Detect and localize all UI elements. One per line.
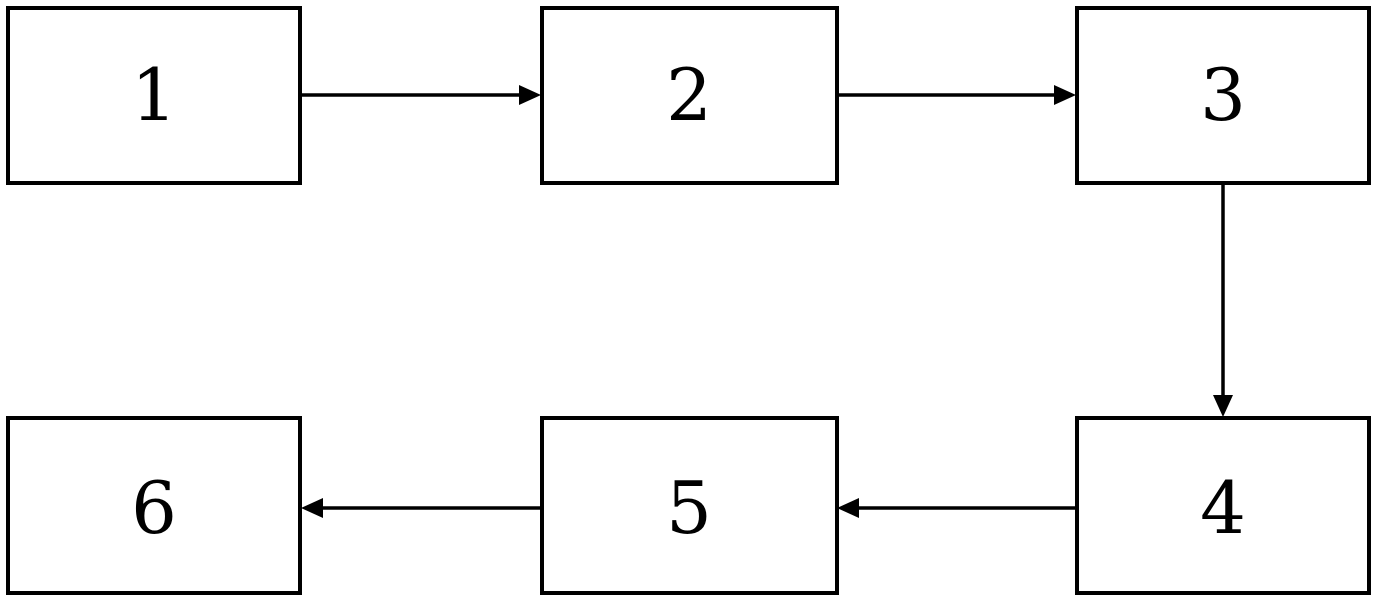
node-1: 1 xyxy=(6,6,302,185)
edges xyxy=(300,85,1233,518)
node-4: 4 xyxy=(1075,416,1371,595)
node-3-label: 3 xyxy=(1200,53,1246,137)
node-3-box xyxy=(1075,6,1371,185)
node-4-box xyxy=(1075,416,1371,595)
arrowhead-1-to-2 xyxy=(519,85,541,105)
arrowhead-2-to-3 xyxy=(1054,85,1076,105)
node-6-box xyxy=(6,416,302,595)
node-3: 3 xyxy=(1075,6,1371,185)
node-5-label: 5 xyxy=(666,466,712,550)
node-2-label: 2 xyxy=(666,53,712,137)
node-5: 5 xyxy=(540,416,839,595)
node-6-label: 6 xyxy=(131,466,177,550)
node-4-label: 4 xyxy=(1200,466,1246,550)
arrowhead-4-to-5 xyxy=(837,498,859,518)
arrowhead-3-to-4 xyxy=(1213,395,1233,417)
node-5-box xyxy=(540,416,839,595)
node-2: 2 xyxy=(540,6,839,185)
node-1-label: 1 xyxy=(131,53,177,137)
arrowhead-5-to-6 xyxy=(301,498,323,518)
node-2-box xyxy=(540,6,839,185)
node-1-box xyxy=(6,6,302,185)
node-6: 6 xyxy=(6,416,302,595)
